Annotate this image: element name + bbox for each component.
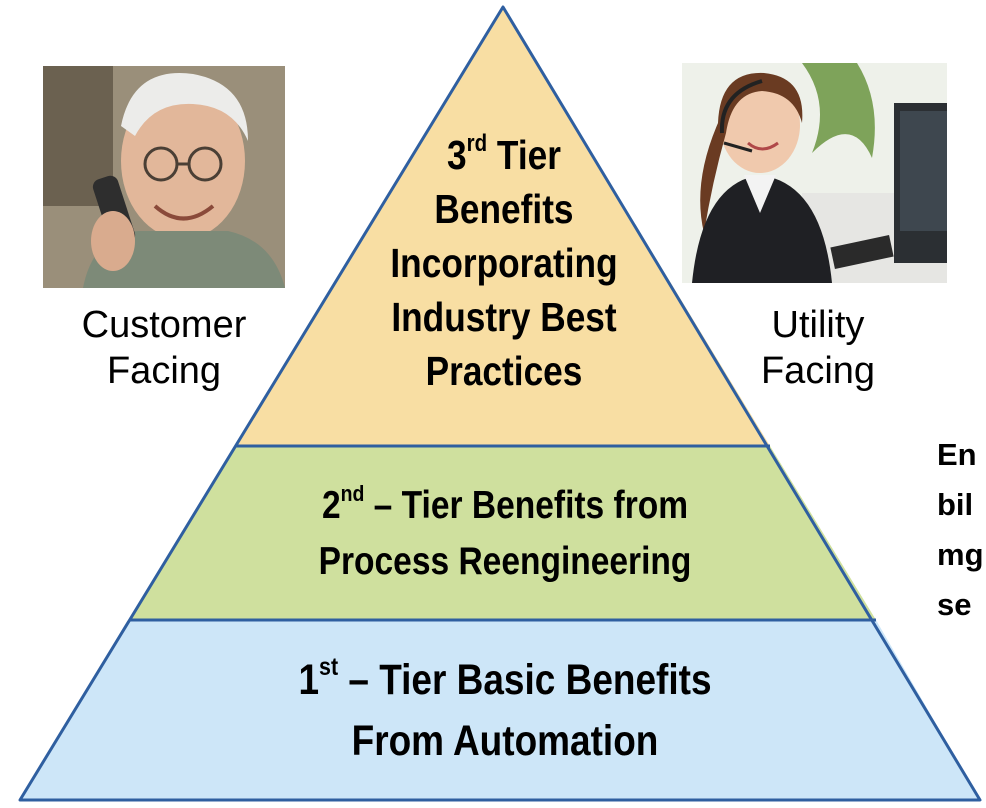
tier3-region <box>236 7 770 446</box>
tier2-line1-rest: – Tier Benefits from <box>364 484 689 527</box>
customer-label-line1: Customer <box>81 304 247 346</box>
tier2-region <box>130 446 876 620</box>
tier1-line2: From Automation <box>351 717 659 765</box>
tier1-label: 1st – Tier Basic Benefits From Automatio… <box>251 650 758 772</box>
side-note-line1: En <box>937 437 977 472</box>
tier2-ordinal: 2 <box>321 484 341 527</box>
customer-photo <box>43 66 285 288</box>
cropped-side-note: En bil mg se <box>937 430 986 630</box>
tier3-line4: Industry Best <box>391 294 617 340</box>
tier1-ordinal: 1 <box>298 656 320 704</box>
utility-facing-label: Utility Facing <box>738 302 898 394</box>
side-note-line2: bil <box>937 487 974 522</box>
customer-facing-label: Customer Facing <box>50 302 278 394</box>
tier3-line5: Practices <box>425 348 583 394</box>
side-note-line4: se <box>937 587 972 622</box>
tier1-line1-rest: – Tier Basic Benefits <box>338 656 712 704</box>
tier3-line3: Incorporating <box>390 240 618 286</box>
tier2-line2: Process Reengineering <box>318 540 692 583</box>
tier2-suffix: nd <box>340 480 365 506</box>
tier3-ordinal: 3 <box>447 132 467 178</box>
utility-photo <box>682 63 947 283</box>
tier3-line2: Benefits <box>434 186 574 232</box>
tier3-heading: 3rd Tier <box>354 128 653 182</box>
tier3-suffix: rd <box>466 129 488 157</box>
pyramid-outline <box>18 5 982 802</box>
tier1-region <box>20 620 980 800</box>
tier1-suffix: st <box>319 652 339 681</box>
utility-label-line1: Utility <box>771 304 865 346</box>
tier3-line1: Tier <box>496 132 561 178</box>
tier2-heading: 2nd – Tier Benefits from <box>273 478 737 534</box>
tier2-label: 2nd – Tier Benefits from Process Reengin… <box>273 478 737 590</box>
tier3-label: 3rd Tier Benefits Incorporating Industry… <box>354 128 653 398</box>
customer-label-line2: Facing <box>106 350 222 392</box>
utility-label-line2: Facing <box>760 350 876 392</box>
tier1-heading: 1st – Tier Basic Benefits <box>251 650 758 711</box>
side-note-line3: mg <box>937 537 984 572</box>
